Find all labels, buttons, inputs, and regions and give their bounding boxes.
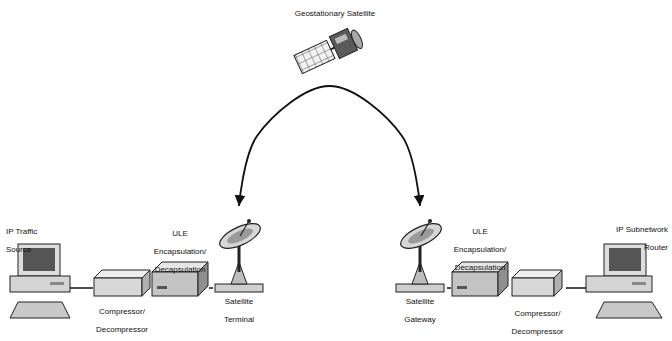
panel-arm bbox=[331, 48, 335, 50]
satellite-dish bbox=[215, 219, 264, 292]
computer-case bbox=[586, 276, 652, 292]
device-node: IP Subnetwork Router bbox=[586, 218, 668, 322]
cable bbox=[447, 287, 451, 289]
cable bbox=[209, 287, 213, 289]
device-front bbox=[152, 272, 198, 296]
device-front bbox=[512, 278, 554, 296]
device-label: Satellite Terminal bbox=[224, 297, 254, 324]
computer-case bbox=[10, 276, 70, 292]
device-node: Satellite Terminal bbox=[213, 206, 265, 326]
device-label: ULE Encapsulation/ Decapsulation bbox=[454, 227, 506, 272]
monitor bbox=[604, 244, 646, 276]
device-side bbox=[554, 270, 562, 296]
device-front bbox=[452, 272, 498, 296]
satellite-icon bbox=[293, 25, 365, 75]
device-front bbox=[94, 278, 142, 296]
satellite-link bbox=[239, 86, 420, 206]
device-node: Satellite Gateway bbox=[393, 206, 447, 326]
device-label: Geostationary Satellite bbox=[295, 9, 376, 18]
device-side bbox=[142, 270, 150, 296]
cable bbox=[70, 287, 93, 289]
monitor-screen bbox=[609, 248, 641, 271]
computer-icon bbox=[586, 244, 662, 318]
compressor-device bbox=[512, 270, 562, 296]
device-light bbox=[157, 286, 167, 289]
device-top bbox=[94, 270, 150, 278]
satellite-detail bbox=[335, 34, 348, 45]
device-light bbox=[457, 286, 467, 289]
device-label: Compressor/ Decompressor bbox=[511, 309, 563, 336]
device-label: IP Subnetwork Router bbox=[616, 225, 668, 252]
device-label: ULE Encapsulation/ Decapsulation bbox=[154, 229, 206, 274]
keyboard bbox=[596, 302, 662, 318]
device-label: IP Traffic Source bbox=[6, 227, 37, 254]
device-label: Satellite Gateway bbox=[404, 297, 436, 324]
keyboard bbox=[10, 302, 70, 318]
cable bbox=[566, 287, 586, 289]
device-node: Geostationary Satellite bbox=[270, 2, 400, 80]
device-node: Compressor/ Decompressor bbox=[93, 262, 151, 336]
device-node: ULE Encapsulation/ Decapsulation bbox=[151, 222, 209, 304]
computer-icon bbox=[10, 244, 70, 318]
drive-slot bbox=[50, 282, 64, 285]
satellite-dish bbox=[396, 219, 445, 292]
satellite-antenna bbox=[349, 29, 365, 51]
device-node: ULE Encapsulation/ Decapsulation bbox=[451, 220, 509, 304]
device-label: Compressor/ Decompressor bbox=[96, 307, 148, 334]
device-node: IP Traffic Source bbox=[6, 220, 70, 322]
solar-panel bbox=[294, 40, 335, 73]
compressor-device bbox=[94, 270, 150, 296]
device-node: Compressor/ Decompressor bbox=[509, 262, 566, 338]
drive-slot bbox=[632, 282, 646, 285]
